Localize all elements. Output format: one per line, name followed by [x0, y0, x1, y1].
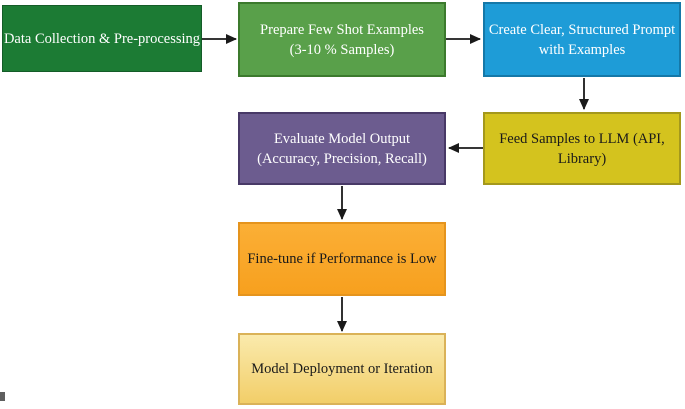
node-label: Create Clear, Structured Prompt with Exa…	[488, 21, 676, 58]
node-label: Model Deployment or Iteration	[251, 361, 433, 377]
screen-edge-artifact	[0, 392, 5, 401]
node-create-structured-prompt: Create Clear, Structured Prompt with Exa…	[483, 2, 681, 77]
node-label: Fine-tune if Performance is Low	[247, 251, 437, 267]
node-label: Data Collection & Pre-processing	[3, 30, 201, 47]
node-label: Evaluate Model Output (Accuracy, Precisi…	[257, 130, 427, 167]
node-fine-tune-if-performance-low: Fine-tune if Performance is Low	[238, 222, 446, 296]
node-label: Feed Samples to LLM (API, Library)	[499, 130, 665, 167]
node-prepare-few-shot-examples: Prepare Few Shot Examples (3-10 % Sample…	[238, 2, 446, 77]
node-feed-samples-to-llm: Feed Samples to LLM (API, Library)	[483, 112, 681, 185]
node-evaluate-model-output: Evaluate Model Output (Accuracy, Precisi…	[238, 112, 446, 185]
node-label: Prepare Few Shot Examples (3-10 % Sample…	[260, 21, 424, 58]
node-model-deployment-or-iteration: Model Deployment or Iteration	[238, 333, 446, 405]
node-data-collection-preprocessing: Data Collection & Pre-processing	[2, 5, 202, 72]
